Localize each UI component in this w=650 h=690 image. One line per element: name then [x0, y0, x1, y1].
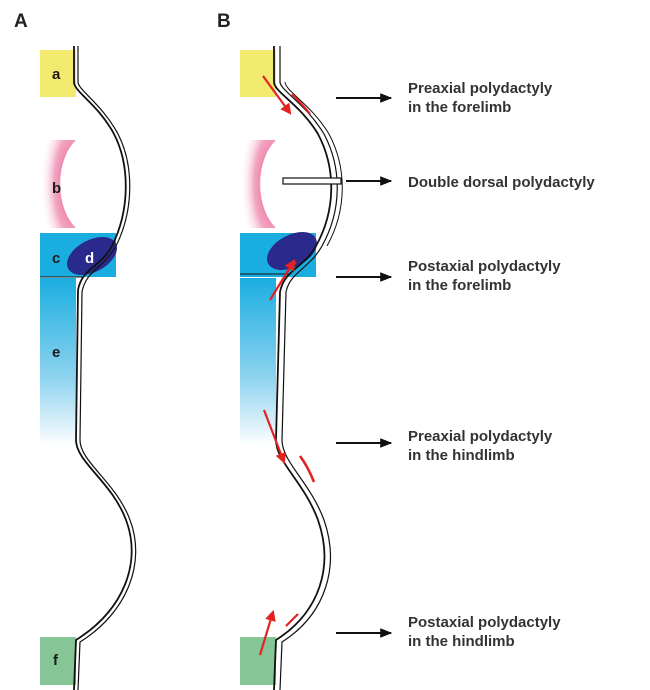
callout-4-line1: Preaxial polydactyly [408, 428, 553, 445]
embryo-outline-b-outer [274, 46, 331, 690]
callout-1-line1: Preaxial polydactyly [408, 80, 553, 97]
callout-3-line1: Postaxial polydactyly [408, 258, 561, 275]
region-e-b [240, 278, 276, 446]
embryo-outline-a-inner [78, 46, 136, 690]
embryo-outline-b-inner [280, 46, 337, 690]
callout-5-line2: in the hindlimb [408, 633, 515, 650]
panel-label-b: B [217, 11, 231, 32]
region-label-e: e [52, 344, 60, 361]
region-label-a: a [52, 66, 61, 83]
region-e [40, 278, 76, 446]
region-b-b [240, 140, 276, 228]
callout-1-line2: in the forelimb [408, 99, 511, 116]
region-f [40, 637, 76, 685]
panel-a: a b c d e f [40, 46, 136, 690]
region-label-b: b [52, 180, 61, 197]
callout-5-line1: Postaxial polydactyly [408, 614, 561, 631]
region-label-d: d [85, 250, 94, 267]
region-label-c: c [52, 250, 60, 267]
callout-4-line2: in the hindlimb [408, 447, 515, 464]
panel-label-a: A [14, 11, 28, 32]
double-dorsal-bar [283, 178, 341, 184]
embryo-outline-b-third [285, 82, 342, 246]
callout-labels: Preaxial polydactyly in the forelimb Dou… [408, 80, 595, 650]
panel-b [240, 46, 391, 690]
red-zone-preaxial-hindlimb [300, 456, 314, 482]
embryo-outline-a [74, 46, 132, 690]
callout-2-line1: Double dorsal polydactyly [408, 174, 595, 191]
callout-3-line2: in the forelimb [408, 277, 511, 294]
region-f-b [240, 637, 276, 685]
region-a-b [240, 50, 276, 97]
